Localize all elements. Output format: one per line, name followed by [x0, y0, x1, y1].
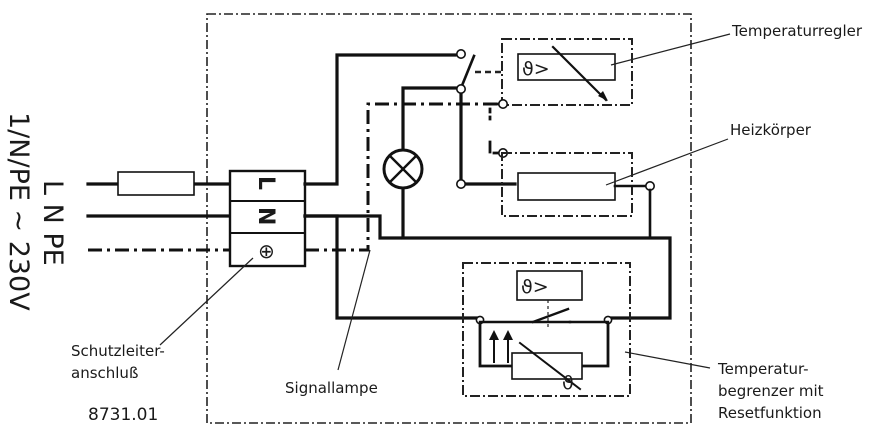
- controller-symbol: ϑ>: [522, 58, 550, 80]
- n-bottom-wire: [303, 214, 482, 320]
- terminal-l: L: [253, 176, 278, 190]
- l-supply-wire: [86, 171, 232, 196]
- terminal-block: L N ⊕: [228, 169, 307, 268]
- terminal-pe: ⊕: [258, 239, 275, 263]
- limiter-symbol: ϑ>: [521, 276, 549, 298]
- supply-voltage-label: 1/N/PE ~ 230V: [3, 112, 34, 311]
- label-begrenzer-2: begrenzer mit: [718, 382, 824, 400]
- pe-internal-wire: [305, 102, 500, 252]
- lamp-lower-wire: [401, 186, 672, 320]
- label-temperaturregler: Temperaturregler: [731, 22, 863, 40]
- heater: [501, 152, 655, 240]
- supply-conductors-label: L N PE: [37, 180, 68, 266]
- terminal-n: N: [253, 207, 278, 225]
- label-schutzleiter-1: Schutzleiter-: [71, 342, 165, 360]
- temperature-limiter: ϑ> ϑ: [462, 262, 631, 397]
- heater-link: [488, 102, 502, 155]
- l-internal-wire: [303, 53, 457, 186]
- n-internal-wire: [303, 214, 402, 240]
- regulator-switch-blade: [459, 54, 476, 90]
- housing-outline: [206, 13, 692, 424]
- label-schutzleiter-2: anschluß: [71, 364, 138, 382]
- label-begrenzer-1: Temperatur-: [717, 360, 809, 378]
- limiter-theta: ϑ: [562, 372, 574, 394]
- drawing-number: 8731.01: [88, 405, 158, 425]
- lamp-wire: [401, 86, 460, 152]
- fuse: [117, 171, 195, 196]
- label-heizkoerper: Heizkörper: [730, 121, 812, 139]
- label-begrenzer-3: Resetfunktion: [718, 404, 822, 422]
- signal-lamp: [382, 148, 424, 190]
- reset-arrows-icon: [489, 330, 513, 363]
- temperature-controller: ϑ>: [501, 38, 633, 106]
- label-signallampe: Signallampe: [285, 379, 378, 397]
